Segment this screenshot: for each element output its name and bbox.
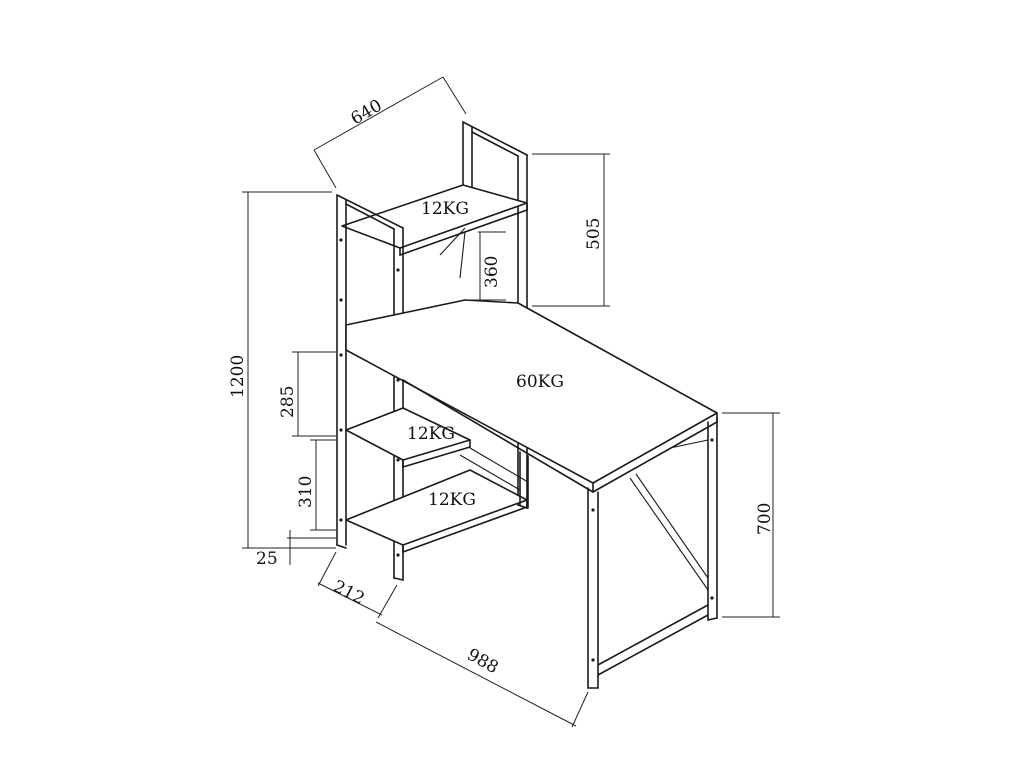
load-bottom-shelf: 12KG — [428, 490, 476, 510]
label-310: 310 — [296, 476, 316, 508]
dimension-505: 505 — [532, 153, 610, 307]
dimension-310: 310 — [296, 439, 336, 531]
label-212: 212 — [330, 577, 368, 610]
label-505: 505 — [584, 218, 604, 250]
label-988: 988 — [464, 645, 502, 678]
label-360: 360 — [482, 256, 502, 288]
label-285: 285 — [278, 386, 298, 418]
dimension-700: 700 — [722, 412, 780, 618]
load-middle-shelf: 12KG — [407, 424, 455, 444]
load-desk-top: 60KG — [516, 372, 564, 392]
middle-shelf — [345, 407, 471, 468]
label-25: 25 — [256, 549, 278, 569]
dimension-25: 25 — [254, 530, 336, 569]
label-700: 700 — [755, 503, 775, 535]
dimension-360: 360 — [468, 231, 506, 301]
dimension-1200: 1200 — [228, 191, 332, 549]
dimension-212: 212 — [317, 551, 398, 619]
dimension-285: 285 — [278, 351, 336, 437]
label-640: 640 — [348, 96, 386, 130]
dimension-640: 640 — [313, 76, 467, 189]
load-top-shelf: 12KG — [421, 199, 469, 219]
bottom-shelf — [345, 447, 529, 553]
desk-top — [345, 299, 718, 493]
top-shelf — [341, 184, 528, 256]
tower-front-frame — [336, 194, 404, 581]
label-1200: 1200 — [228, 355, 248, 398]
desk-right-frame — [587, 417, 718, 689]
dimension-988: 988 — [375, 621, 589, 728]
